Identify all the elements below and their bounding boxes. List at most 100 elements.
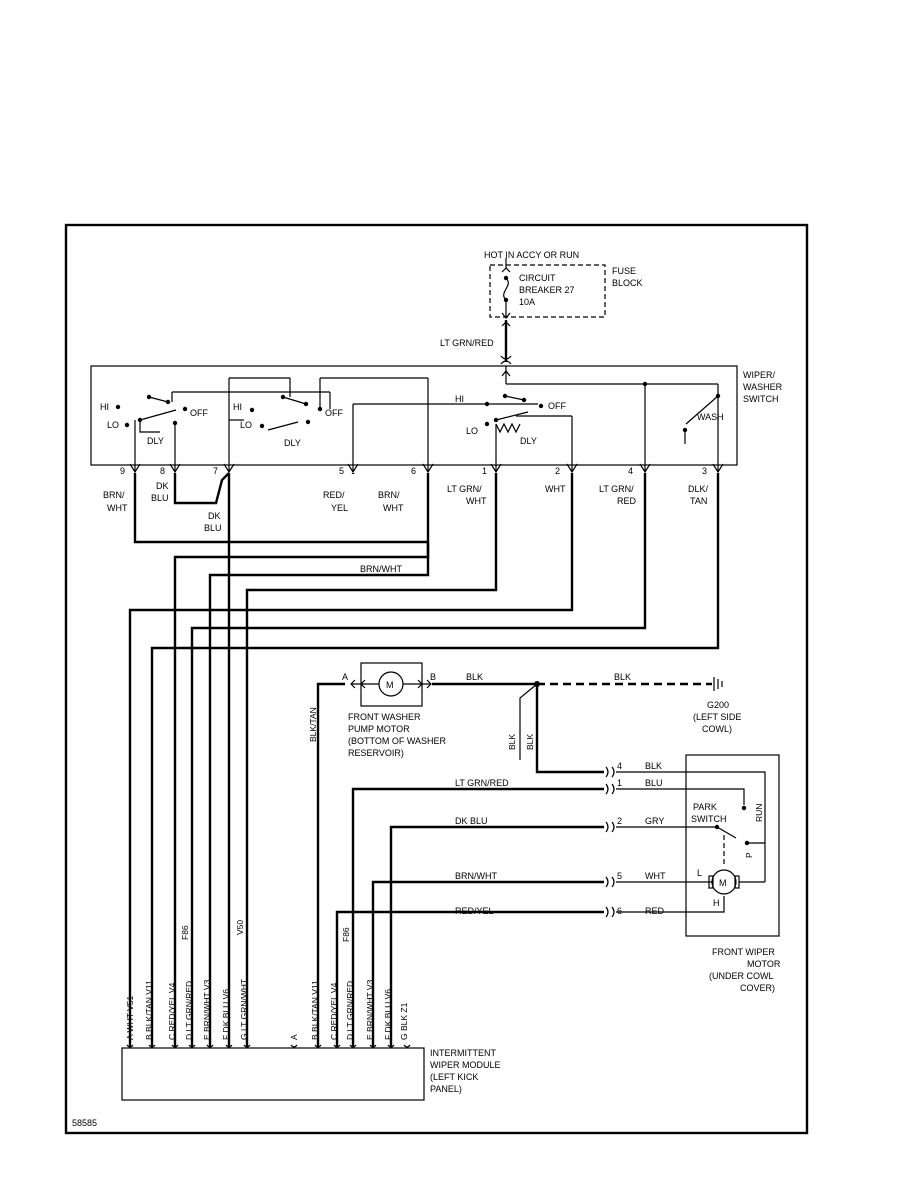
wiper-module-label-1: INTERMITTENT bbox=[430, 1048, 496, 1058]
wiper-module-label-3: (LEFT KICK bbox=[430, 1072, 478, 1082]
motor-feed-dkblu: DK BLU bbox=[455, 816, 488, 826]
washer-pump-wire-a: BLK/TAN bbox=[308, 707, 318, 742]
ground-label-1: (LEFT SIDE bbox=[693, 712, 741, 722]
module-right-pin-g: G BLK Z1 bbox=[399, 1002, 409, 1040]
module-right-pin-a: A bbox=[289, 1034, 299, 1040]
wiper-switch-internals bbox=[115, 366, 721, 463]
circuit-breaker-label-2: BREAKER 27 bbox=[519, 285, 575, 295]
switch-pin-3-wire-2: TAN bbox=[690, 496, 707, 506]
circuit-breaker-label-1: CIRCUIT bbox=[519, 273, 556, 283]
contact-lo-3: LO bbox=[466, 426, 478, 436]
module-left-pin-c: C RED/YEL V4 bbox=[167, 982, 177, 1040]
contact-hi-2: HI bbox=[233, 402, 242, 412]
module-left-pin-f: F DK BLU V6 bbox=[221, 989, 231, 1040]
motor-pin-4-number: 4 bbox=[617, 761, 622, 771]
module-right-pin-e: E BRN/WHT V3 bbox=[365, 979, 375, 1040]
switch-pin-6-number: 6 bbox=[411, 466, 416, 476]
wiper-motor-symbol bbox=[708, 869, 765, 895]
module-left-pin-b: B BLK/TAN V11 bbox=[144, 980, 154, 1040]
switch-pin-4-number: 4 bbox=[628, 466, 633, 476]
switch-pin-5-wire-1: RED/ bbox=[323, 490, 345, 500]
washer-pump-wire-b: BLK bbox=[466, 672, 483, 682]
contact-off-3: OFF bbox=[548, 401, 566, 411]
contact-wash: WASH bbox=[697, 412, 724, 422]
motor-feed-wires bbox=[335, 787, 604, 1048]
module-left-pin-a: A WHT V51 bbox=[125, 995, 135, 1040]
switch-pin-8-wire-2: BLU bbox=[151, 493, 169, 503]
contact-hi-1: HI bbox=[100, 402, 109, 412]
park-switch-run: RUN bbox=[754, 804, 764, 822]
switch-pin-9-wire-2: WHT bbox=[107, 503, 128, 513]
switch-pin-3-wire-1: DLK/ bbox=[688, 484, 709, 494]
washer-pump-label-3: (BOTTOM OF WASHER bbox=[348, 736, 446, 746]
motor-pin-2-number: 2 bbox=[617, 816, 622, 826]
contact-hi-3: HI bbox=[455, 394, 464, 404]
wiper-motor-label-1: FRONT WIPER bbox=[712, 947, 775, 957]
wiper-switch-label-2: WASHER bbox=[743, 382, 783, 392]
wiper-switch-outline bbox=[90, 365, 738, 466]
feed-wire bbox=[500, 320, 512, 365]
motor-pin-5-wire: WHT bbox=[645, 871, 666, 881]
power-label: HOT IN ACCY OR RUN bbox=[484, 250, 579, 260]
module-left-pin-g: G LT GRN/WHT bbox=[239, 979, 249, 1040]
bus-label: BRN/WHT bbox=[360, 564, 402, 574]
contact-dly-1: DLY bbox=[147, 436, 164, 446]
switch-pin-2: 2 WHT bbox=[545, 463, 578, 494]
contact-lo-2: LO bbox=[240, 420, 252, 430]
motor-pin-5-number: 5 bbox=[617, 871, 622, 881]
wiper-motor-h: H bbox=[713, 898, 720, 908]
wiper-motor-letter: M bbox=[719, 878, 727, 888]
washer-pump-pin-a: A bbox=[342, 672, 348, 682]
ground-label-2: COWL) bbox=[702, 724, 732, 734]
module-left-pin-g-circuit: V50 bbox=[235, 920, 245, 935]
motor-feed-redyel: RED/YEL bbox=[455, 906, 494, 916]
switch-pin-4-wire-1: LT GRN/ bbox=[599, 484, 634, 494]
switch-pin-5: 5 RED/ YEL bbox=[323, 463, 359, 513]
motor-pin-1-number: 1 bbox=[617, 778, 622, 788]
module-right-pin-b: B BLK/TAN V11 bbox=[310, 980, 320, 1040]
switch-pin-4: 4 LT GRN/ RED bbox=[599, 463, 651, 506]
contact-dly-2: DLY bbox=[284, 438, 301, 448]
circuit-breaker-label-3: 10A bbox=[519, 297, 535, 307]
washer-pump-pin-b: B bbox=[430, 672, 436, 682]
park-switch-label-2: SWITCH bbox=[691, 814, 727, 824]
switch-pin-7-wire-2: BLU bbox=[204, 523, 222, 533]
motor-pin-2: 2 GRY bbox=[605, 816, 717, 833]
ground-branch-1: BLK bbox=[507, 734, 517, 750]
fuse-block-label-2: BLOCK bbox=[612, 278, 643, 288]
switch-pin-5-wire-2: YEL bbox=[331, 503, 348, 513]
switch-pin-8-wire-1: DK bbox=[156, 481, 169, 491]
motor-pin-1: 1 BLU bbox=[605, 778, 745, 805]
motor-feed-brnwht: BRN/WHT bbox=[455, 871, 497, 881]
contact-lo-1: LO bbox=[107, 420, 119, 430]
wiper-motor-outline bbox=[685, 754, 780, 937]
motor-pin-5: 5 WHT bbox=[605, 871, 712, 888]
park-switch-symbol bbox=[714, 805, 765, 866]
wiper-module-label-4: PANEL) bbox=[430, 1084, 462, 1094]
washer-pump-label-2: PUMP MOTOR bbox=[348, 724, 410, 734]
motor-pin-1-wire: BLU bbox=[645, 778, 663, 788]
switch-pin-1-wire-1: LT GRN/ bbox=[447, 484, 482, 494]
wiper-module-label-2: WIPER MODULE bbox=[430, 1060, 501, 1070]
washer-pump-symbol: M bbox=[350, 662, 432, 707]
switch-pin-9-number: 9 bbox=[120, 466, 125, 476]
switch-pin-6: 6 BRN/ WHT bbox=[378, 463, 434, 513]
motor-pin-6-number: 6 bbox=[617, 906, 622, 916]
wiper-switch-label-3: SWITCH bbox=[743, 394, 779, 404]
contact-dly-3: DLY bbox=[520, 436, 537, 446]
module-left-pin-d: D LT GRN/RED bbox=[184, 981, 194, 1040]
ground-id: G200 bbox=[707, 700, 729, 710]
switch-pin-1-number: 1 bbox=[482, 466, 487, 476]
module-right-pin-d-circuit: F86 bbox=[341, 927, 351, 942]
switch-pin-5-number: 5 bbox=[339, 466, 344, 476]
wiper-motor-label-2: MOTOR bbox=[747, 959, 781, 969]
switch-pin-8: 8 DK BLU bbox=[151, 463, 181, 503]
wiper-motor-l: L bbox=[697, 868, 702, 878]
feed-wire-label: LT GRN/RED bbox=[440, 338, 494, 348]
contact-off-1: OFF bbox=[190, 408, 208, 418]
module-left-pin-d-circuit: F86 bbox=[180, 925, 190, 940]
module-pin-markers bbox=[126, 1044, 411, 1048]
switch-pin-7: 7 DK BLU bbox=[204, 463, 235, 533]
switch-pin-1-wire-2: WHT bbox=[466, 496, 487, 506]
wiper-module-outline bbox=[121, 1047, 425, 1101]
